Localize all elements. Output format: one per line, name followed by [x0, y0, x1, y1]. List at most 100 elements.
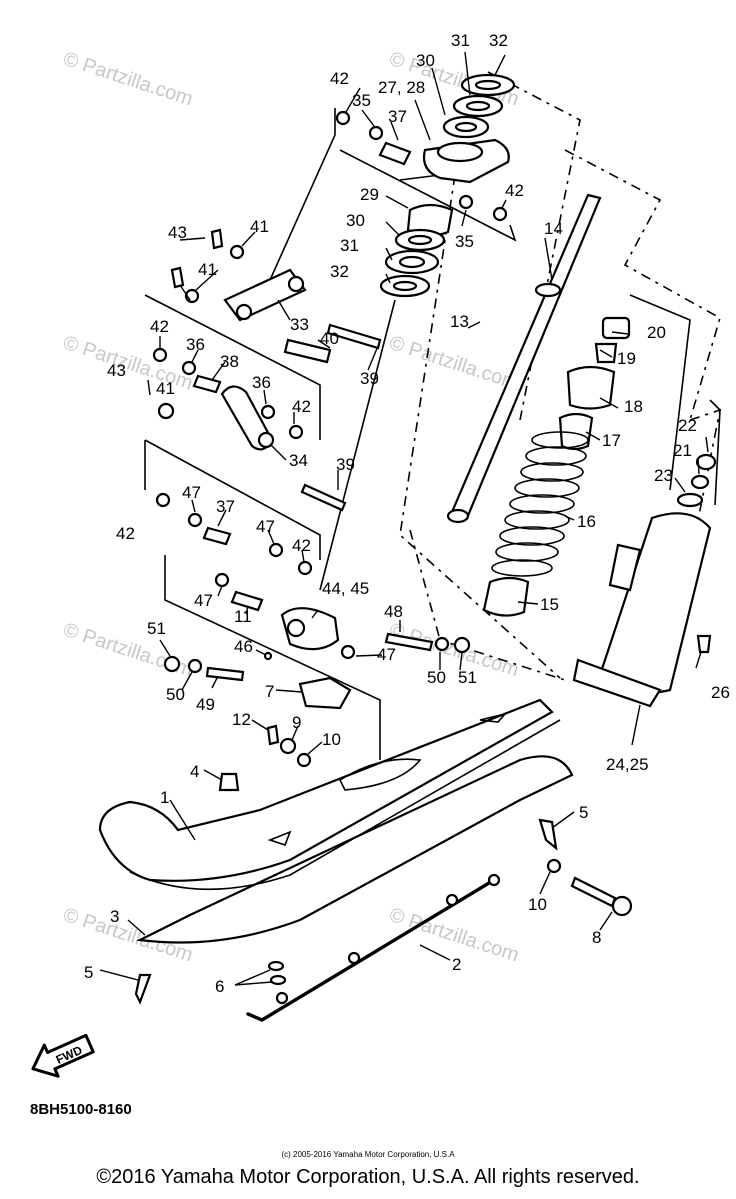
- part-42-nut-top: [335, 110, 351, 126]
- part-12-bolt: [266, 724, 280, 746]
- callout-31: 31: [340, 236, 359, 255]
- part-5-carbide-left: [134, 973, 152, 1005]
- callout-48: 48: [384, 602, 403, 621]
- strut-tube: [446, 193, 602, 524]
- washer-hole: [392, 280, 418, 292]
- part-42-nut-c: [155, 492, 171, 508]
- spring-stack: [482, 316, 631, 617]
- part-7-damper-pad: [298, 676, 352, 710]
- callout-8: 8: [592, 928, 601, 947]
- part-37-collar: [202, 526, 232, 546]
- callout-labels: 1 2 3 4 5 5 6 7 8 9 10 10 11 12 13 14 15…: [84, 31, 730, 996]
- callout-20: 20: [647, 323, 666, 342]
- dash-lower-strut: [409, 529, 566, 681]
- callout-5-left: 5: [84, 963, 93, 982]
- part-5-carbide-right: [538, 818, 558, 851]
- bearing-hole: [398, 255, 426, 269]
- part-11-collar: [230, 590, 264, 612]
- callout-30-top: 30: [416, 51, 435, 70]
- part-44-spindle-bracket: [280, 607, 340, 651]
- leader-lines: [99, 51, 709, 986]
- callout-43-top: 43: [168, 223, 187, 242]
- part-40-bolt: [283, 338, 332, 364]
- part-39-bolt-top: [326, 323, 382, 350]
- part-20-cap: [601, 316, 631, 340]
- part-49-bolt: [205, 666, 245, 682]
- part-51-nut-left: [163, 655, 181, 673]
- part-36-collar-a: [181, 360, 197, 376]
- callout-42-lower: 42: [116, 524, 135, 543]
- part-51-nut-right: [453, 636, 471, 654]
- dash-strut-group: [399, 174, 561, 679]
- callout-42-top: 42: [330, 69, 349, 88]
- part-15-spring-seat-lower: [482, 576, 530, 617]
- part-25-shock-base: [572, 658, 662, 708]
- callout-42-mid: 42: [292, 397, 311, 416]
- callout-51-left: 51: [147, 619, 166, 638]
- callout-44-45: 44, 45: [322, 579, 369, 598]
- watermark-3: © Partzilla.com: [60, 332, 195, 395]
- part-4-nut: [218, 772, 240, 792]
- part-48-bolt: [384, 632, 434, 652]
- part-6-washer-b: [269, 974, 287, 986]
- part-42-nut-right: [492, 206, 508, 222]
- part-24-shock-body: [598, 512, 712, 694]
- callout-10-upper: 10: [322, 730, 341, 749]
- callout-36-lower: 36: [252, 373, 271, 392]
- link-plate-hole-a: [235, 303, 253, 321]
- part-8-bolt-head: [611, 895, 633, 917]
- watermark-5: © Partzilla.com: [60, 619, 195, 682]
- part-10-washer: [296, 752, 312, 768]
- ski-slot-rear: [267, 830, 292, 847]
- callout-42-bottom: 42: [292, 536, 311, 555]
- callout-38: 38: [220, 352, 239, 371]
- wear-bar-stud-a: [347, 951, 361, 965]
- part-36-collar-b: [260, 404, 276, 420]
- callout-43-lower: 43: [107, 361, 126, 380]
- diagram-code: 8BH5100-8160: [30, 1101, 132, 1118]
- bearing-top-hole: [465, 100, 491, 112]
- part-35-bolt-b: [368, 125, 384, 141]
- callout-32-top: 32: [489, 31, 508, 50]
- callout-3: 3: [110, 907, 119, 926]
- part-9-nut: [279, 737, 297, 755]
- callout-7: 7: [265, 682, 274, 701]
- part-50-washer-right: [434, 636, 450, 652]
- callout-23: 23: [654, 466, 673, 485]
- callout-18: 18: [624, 397, 643, 416]
- callout-10-lower: 10: [528, 895, 547, 914]
- part-38-pin: [192, 374, 222, 394]
- bracket-mid: [144, 294, 321, 440]
- callout-46: 46: [234, 637, 253, 656]
- ski-pocket: [338, 758, 422, 791]
- callout-5-right: 5: [579, 803, 588, 822]
- wear-bar-stud-b: [445, 893, 459, 907]
- strut-collar: [534, 282, 562, 298]
- callout-42-right: 42: [505, 181, 524, 200]
- part-42-nut-a: [152, 347, 168, 363]
- wear-bar-stud-c: [487, 873, 501, 887]
- callout-6: 6: [215, 977, 224, 996]
- strut-guide-line: [319, 299, 396, 591]
- part-50-washer-left: [187, 658, 203, 674]
- callout-47-b: 47: [256, 517, 275, 536]
- callout-17: 17: [602, 431, 621, 450]
- part-47-washer-d: [340, 644, 356, 660]
- part-8-bolt: [570, 876, 617, 908]
- bracket-top-right: [339, 149, 517, 242]
- callout-41-top: 41: [250, 217, 269, 236]
- part-10-washer-ski: [546, 858, 562, 874]
- knuckle-arm-hole: [257, 431, 275, 449]
- callout-42-left: 42: [150, 317, 169, 336]
- callout-19: 19: [617, 349, 636, 368]
- bracket-bottom: [164, 555, 381, 760]
- seal-top-hole: [454, 121, 478, 133]
- callout-39-upper: 39: [360, 369, 379, 388]
- callout-41-mid: 41: [198, 260, 217, 279]
- ski-edge-line: [129, 719, 561, 891]
- callout-2: 2: [452, 955, 461, 974]
- callout-29: 29: [360, 185, 379, 204]
- part-21-washer: [690, 474, 710, 490]
- strut-end: [446, 508, 470, 524]
- ski-slot-front: [479, 712, 508, 723]
